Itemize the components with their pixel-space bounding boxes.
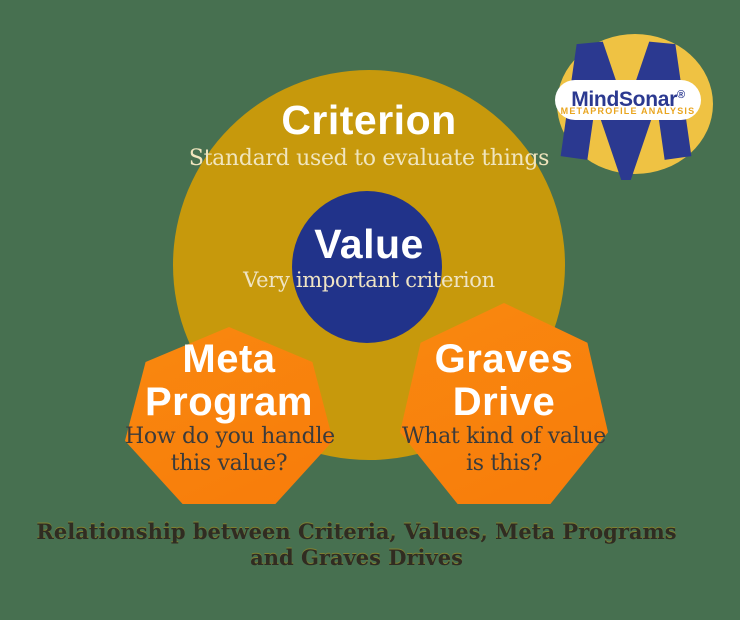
value-title: Value: [314, 221, 424, 267]
meta-program-subtitle-line1: How do you handle: [125, 424, 335, 449]
graves-drive-title: Graves Drive: [400, 338, 608, 424]
mindsonar-logo-graphic: [555, 34, 713, 180]
meta-program-title-line1: Meta: [182, 337, 276, 381]
meta-program-title: Meta Program: [125, 338, 333, 424]
value-subtitle: Very important criterion: [243, 268, 495, 292]
meta-program-subtitle-line2: this value?: [170, 451, 288, 476]
caption-line1: Relationship between Criteria, Values, M…: [36, 519, 677, 544]
graves-drive-heptagon: [400, 303, 608, 504]
logo-pill: [555, 80, 701, 120]
logo-tagline: METAPROFILE ANALYSIS: [560, 106, 696, 116]
graves-drive-subtitle-line1: What kind of value: [401, 424, 607, 449]
meta-program-heptagon: [125, 327, 333, 504]
meta-program-subtitle: How do you handle this value?: [125, 423, 335, 477]
logo-brand-text: MindSonar®: [555, 83, 701, 112]
mindsonar-logo: MindSonar® METAPROFILE ANALYSIS: [550, 30, 720, 180]
caption: Relationship between Criteria, Values, M…: [0, 519, 713, 571]
caption-line2: and Graves Drives: [250, 545, 463, 570]
graves-drive-subtitle: What kind of value is this?: [400, 423, 608, 477]
value-circle: [292, 191, 442, 343]
criterion-title: Criterion: [281, 97, 457, 143]
logo-brand-name: MindSonar: [571, 88, 677, 111]
meta-program-title-line2: Program: [145, 380, 313, 424]
registered-trademark-icon: ®: [676, 89, 685, 101]
graves-drive-title-line2: Drive: [452, 380, 556, 424]
criterion-subtitle: Standard used to evaluate things: [188, 146, 550, 171]
graves-drive-subtitle-line2: is this?: [465, 451, 543, 476]
graves-drive-title-line1: Graves: [434, 337, 574, 381]
